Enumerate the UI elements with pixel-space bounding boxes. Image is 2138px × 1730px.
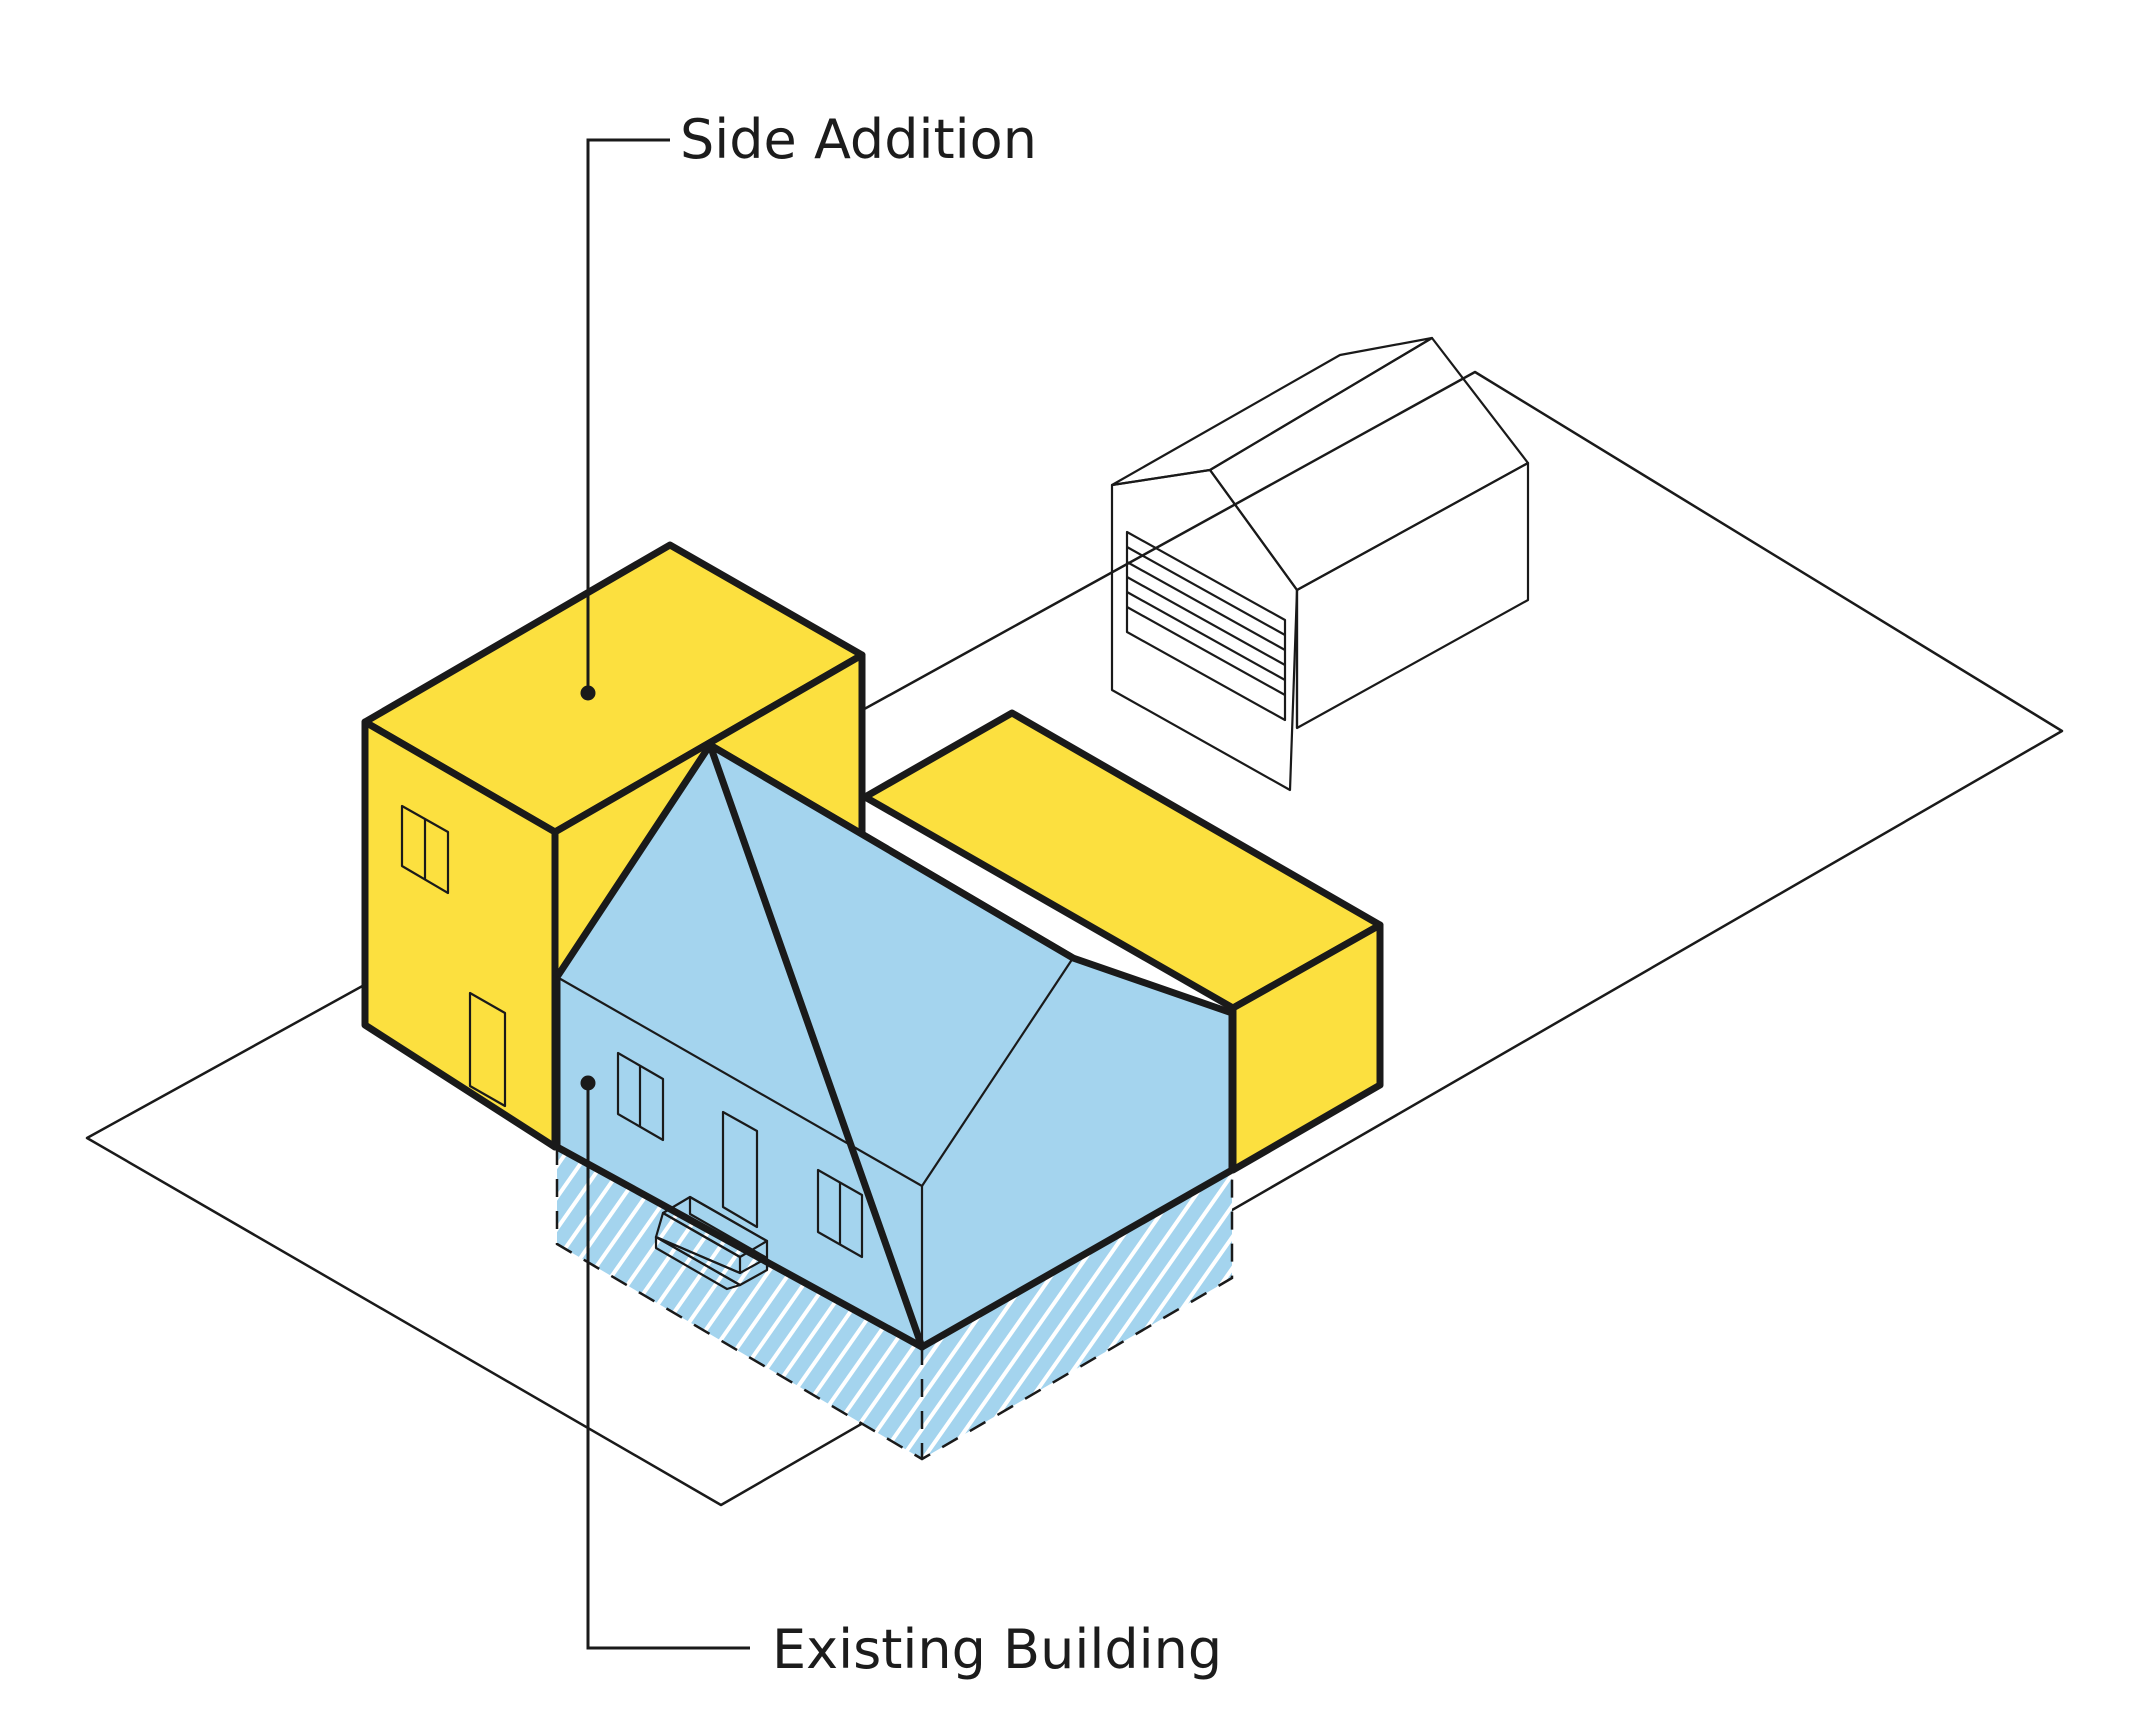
existing-building-foundation xyxy=(555,1147,1234,1461)
leader-dot xyxy=(580,685,596,701)
side-addition-callout: Side Addition xyxy=(580,108,1037,701)
door-icon xyxy=(468,991,507,1108)
side-addition-label: Side Addition xyxy=(680,108,1037,171)
window-icon xyxy=(616,1051,665,1142)
existing-building xyxy=(553,741,1236,1351)
garage xyxy=(1110,336,1530,792)
entry-steps xyxy=(654,1195,769,1291)
lot-outline xyxy=(85,370,2064,1507)
existing-building-callout: Existing Building xyxy=(580,1075,1222,1681)
window-icon xyxy=(400,804,450,895)
window-icon xyxy=(816,1168,864,1259)
door-icon xyxy=(721,1110,759,1229)
garage-door xyxy=(1125,530,1287,722)
existing-building-label: Existing Building xyxy=(772,1618,1222,1681)
